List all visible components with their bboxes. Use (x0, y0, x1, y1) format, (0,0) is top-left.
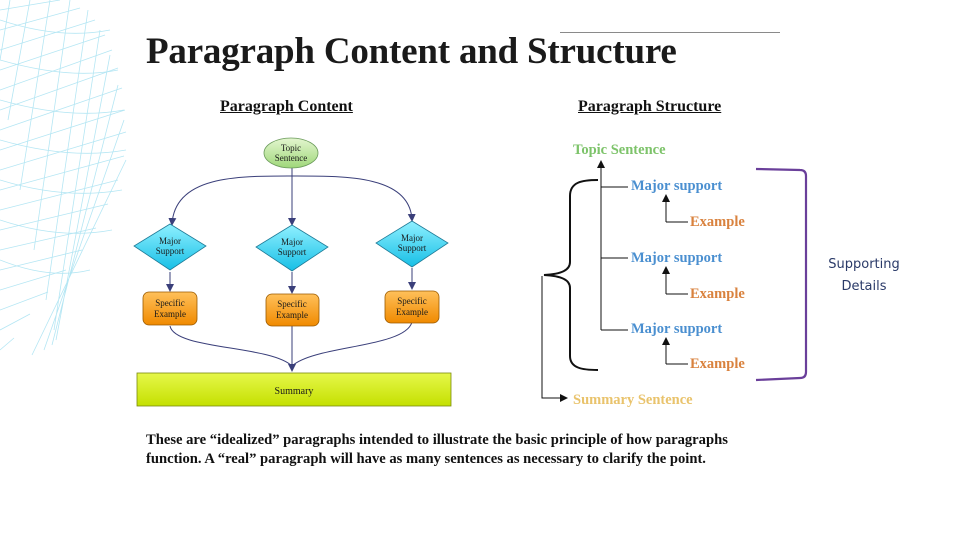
summary-label: Summary (275, 386, 314, 397)
summary-node: Summary (136, 372, 452, 407)
structure-example-1: Example (690, 214, 745, 230)
major-support-node-2: Major Support (255, 224, 329, 272)
topic-line-2: Sentence (275, 153, 307, 163)
support-3-line-2: Support (398, 243, 427, 253)
supporting-details-line-1: Supporting (828, 257, 900, 272)
structure-example-2: Example (690, 286, 745, 302)
specific-example-node-2: Specific Example (265, 293, 320, 327)
structure-outline: Topic Sentence Major support Example Maj… (541, 142, 808, 408)
specific-example-node-3: Specific Example (384, 290, 440, 324)
content-diagram-heading: Paragraph Content (220, 98, 353, 115)
example-1-line-1: Specific (155, 298, 185, 308)
example-3-to-summary-line (291, 321, 413, 367)
support-1-line-2: Support (156, 246, 185, 256)
structure-major-support-2: Major support (631, 250, 722, 266)
example-3-line-2: Example (396, 307, 428, 317)
structure-topic-sentence: Topic Sentence (573, 142, 666, 158)
structure-summary-sentence: Summary Sentence (573, 392, 693, 408)
supporting-details-label: Supporting Details (812, 254, 916, 298)
supporting-details-bracket (755, 167, 808, 382)
structure-major-support-1: Major support (631, 178, 722, 194)
supporting-details-line-2: Details (841, 279, 887, 294)
example-2-line-1: Specific (277, 299, 307, 309)
title-rule (560, 32, 780, 33)
support-2-line-1: Major (281, 237, 303, 247)
major-support-node-3: Major Support (375, 220, 449, 268)
topic-to-support-3-arrow (291, 175, 416, 222)
structure-example-3: Example (690, 356, 745, 372)
major-support-node-1: Major Support (133, 223, 207, 271)
decorative-wireframe-graphic (0, 0, 127, 356)
structure-diagram-heading: Paragraph Structure (578, 98, 722, 115)
example-2-line-2: Example (276, 310, 308, 320)
curly-brace (543, 179, 599, 371)
support-3-line-1: Major (401, 233, 423, 243)
slide-title: Paragraph Content and Structure (146, 31, 677, 72)
structure-major-support-3: Major support (631, 321, 722, 337)
support-2-line-2: Support (278, 247, 307, 257)
example-1-to-summary-line (169, 325, 293, 367)
topic-line-1: Topic (281, 143, 301, 153)
caption-line-1: These are “idealized” paragraphs intende… (146, 432, 728, 448)
support-1-line-1: Major (159, 236, 181, 246)
summary-arrow (541, 276, 568, 402)
example-1-line-2: Example (154, 309, 186, 319)
example-3-line-1: Specific (397, 296, 427, 306)
specific-example-node-1: Specific Example (142, 291, 198, 326)
topic-sentence-node: Topic Sentence (263, 137, 319, 169)
content-flowchart: Topic Sentence Major Support Major Suppo… (133, 137, 452, 407)
topic-to-support-1-arrow (168, 175, 293, 226)
caption-line-2: function. A “real” paragraph will have a… (146, 451, 706, 467)
slide-caption: These are “idealized” paragraphs intende… (146, 431, 796, 469)
